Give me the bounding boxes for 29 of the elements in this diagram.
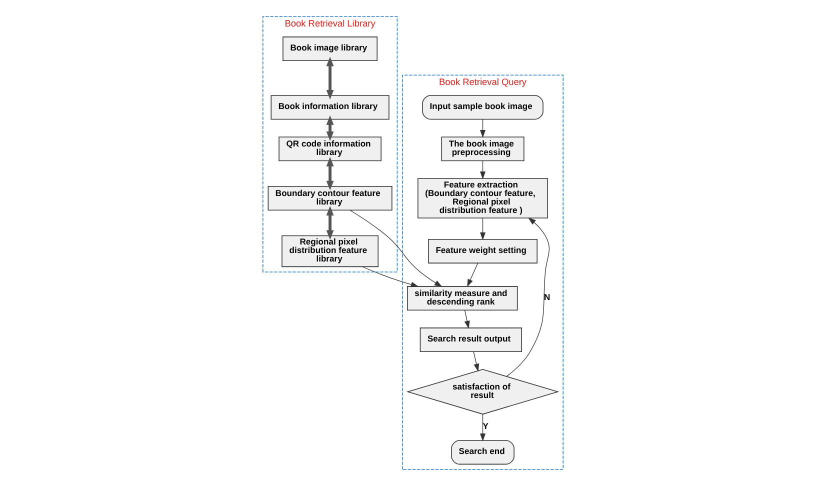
arrow: [464, 310, 470, 329]
arrow: [362, 266, 418, 288]
node-box: The book image preprocessing: [440, 136, 524, 162]
arrow: [326, 56, 334, 100]
node-box: Input sample book image: [422, 95, 543, 120]
node-box: similarity measure and descending rank: [406, 286, 518, 311]
node-box: Feature extraction (Boundary contour feature, Regional pixel distribution feature ): [417, 178, 548, 218]
node-box: Feature weight setting: [428, 238, 537, 264]
node-box: Regional pixel distribution feature library: [281, 235, 378, 268]
node-box: Boundary contour feature library: [267, 186, 392, 210]
arrow: [326, 115, 334, 141]
edge-label: N: [544, 292, 550, 302]
node-box: QR code information library: [278, 136, 381, 162]
edge-label: Y: [482, 420, 488, 431]
arrow: [326, 206, 334, 240]
arrow: [480, 160, 486, 180]
node-diamond: satisfaction of result: [406, 368, 559, 415]
arrow: [466, 262, 478, 288]
arrow: [326, 156, 334, 190]
arrow: [480, 414, 486, 442]
arrow: [480, 218, 486, 240]
node-box: Search end: [450, 440, 514, 465]
node-box: Book image library: [282, 36, 378, 62]
arrow: [349, 210, 442, 287]
node-box: Search result output: [419, 328, 522, 352]
arrow: [506, 218, 550, 377]
node-box: Book information library: [270, 95, 389, 120]
arrow: [472, 351, 479, 372]
arrow: [480, 119, 486, 138]
